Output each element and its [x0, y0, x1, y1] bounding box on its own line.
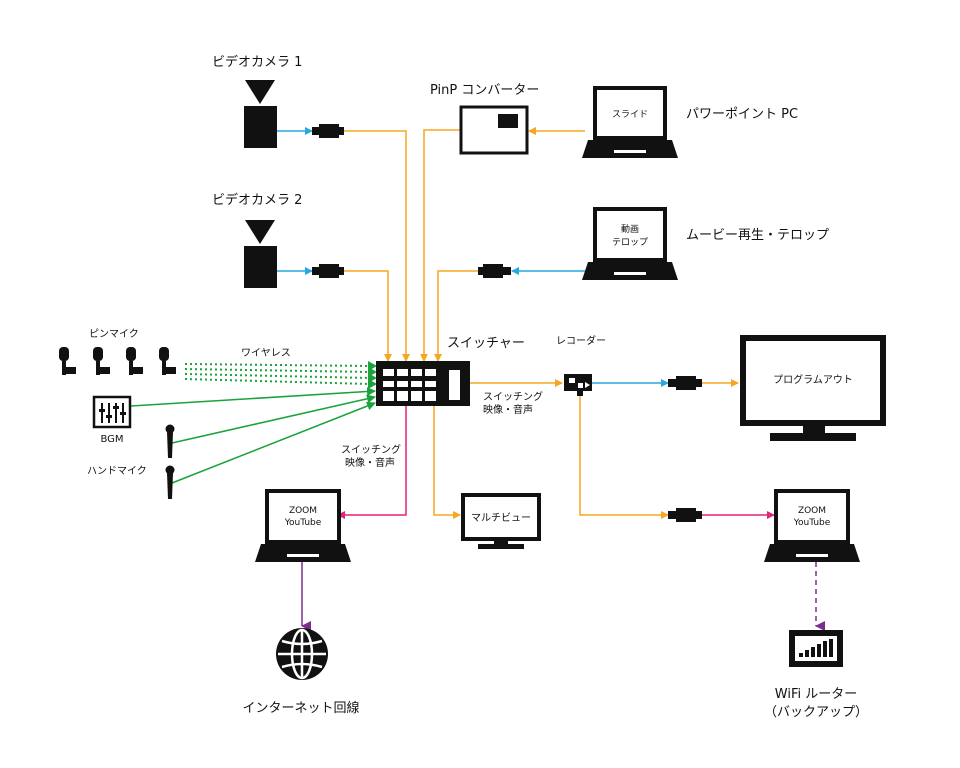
- converters: [312, 124, 702, 522]
- pin-mic-icon: [126, 347, 143, 375]
- pin-mic-icon: [159, 347, 176, 375]
- laptop-screen-icon: [774, 489, 850, 544]
- pinp-to-switcher-line: [420, 129, 460, 362]
- wireless-line: [184, 378, 371, 385]
- connections: [130, 127, 825, 631]
- recorder-device: [564, 374, 592, 396]
- laptop-screen-icon: [593, 207, 667, 262]
- program-out-label: プログラムアウト: [773, 373, 853, 386]
- converter-program-out: [668, 376, 702, 390]
- switching-right-label: スイッチング: [483, 390, 543, 403]
- arrowhead: [368, 379, 377, 389]
- internet-globe-icon: [276, 628, 328, 680]
- cam2-hdmi-line: [344, 270, 392, 362]
- hand-mic-2-icon: [165, 465, 175, 499]
- wireless-label: ワイヤレス: [241, 348, 291, 359]
- laptop-base-icon: [255, 544, 351, 562]
- slide-screen-label: スライド: [612, 109, 648, 120]
- pin-mic-label: ピンマイク: [89, 328, 139, 340]
- wireless-line: [184, 363, 371, 367]
- pinp-inset-icon: [498, 114, 518, 128]
- telop-screen-label: テロップ: [612, 237, 648, 248]
- zoom-laptop-right: [764, 489, 860, 562]
- wifi-label: WiFi ルーター: [775, 687, 857, 702]
- wifi-router-icon: [789, 630, 843, 667]
- movie-screen-label: 動画: [621, 224, 639, 235]
- movie-hdmi-line: [434, 270, 478, 362]
- laptop-screen-icon: [265, 489, 341, 544]
- converter-right-laptop: [668, 508, 702, 522]
- pinp-label: PinP コンバーター: [430, 83, 539, 98]
- laptop-base-icon: [764, 544, 860, 562]
- switcher-fader-icon: [449, 370, 460, 400]
- powerpoint-pc-label: パワーポイント PC: [686, 107, 798, 122]
- monitor-stand-icon: [478, 544, 524, 549]
- camera-body-icon: [244, 246, 277, 288]
- recorder-label: レコーダー: [556, 334, 606, 347]
- pinp-converter: [459, 105, 529, 155]
- monitor-screen-icon: [461, 493, 541, 541]
- bgm-label: BGM: [100, 434, 123, 445]
- multiview-line: [433, 406, 461, 519]
- recorder-to-laptop-line: [579, 392, 669, 519]
- laptop-screen-icon: [593, 86, 667, 140]
- movie-laptop: [582, 207, 678, 280]
- multiview-label: マルチビュー: [471, 512, 531, 524]
- multiview-monitor: [461, 493, 541, 549]
- switching-left-label: スイッチング: [341, 443, 401, 456]
- converter-cam1: [312, 124, 344, 138]
- camera-body-icon: [244, 106, 277, 148]
- camera-lens-icon: [245, 80, 275, 104]
- wireless-arrowheads: [368, 361, 377, 389]
- handmic1-line: [171, 394, 376, 444]
- program-out-monitor: [740, 335, 886, 441]
- wireless-line: [184, 368, 371, 373]
- camera1-label: ビデオカメラ 1: [212, 54, 302, 70]
- bgm-mixer-icon: [92, 395, 132, 429]
- recorder-body-icon: [564, 374, 592, 391]
- youtube-left-label: YouTube: [284, 518, 322, 528]
- pin-mic-icon: [93, 347, 110, 375]
- hand-mic-1-icon: [165, 424, 175, 458]
- switching-right-sub-label: 映像・音声: [483, 403, 533, 416]
- switching-left-sub-label: 映像・音声: [345, 456, 395, 469]
- zoom-laptop-left: [255, 489, 351, 562]
- wifi-backup-label: （バックアップ）: [764, 705, 868, 720]
- camera-lens-icon: [245, 220, 275, 244]
- switcher-device: [376, 361, 470, 406]
- camera2-label: ビデオカメラ 2: [212, 192, 302, 208]
- laptop-base-icon: [582, 140, 678, 158]
- video-camera-2: [244, 220, 277, 288]
- movie-pc-label: ムービー再生・テロップ: [686, 228, 829, 243]
- handmic2-line: [171, 401, 376, 484]
- pin-mics: [59, 347, 176, 375]
- switcher-label: スイッチャー: [447, 336, 525, 351]
- left-laptop-net-line: [337, 406, 407, 519]
- wireless-line: [184, 373, 371, 379]
- pinp-frame-icon: [459, 105, 529, 155]
- pin-mic-icon: [59, 347, 76, 375]
- internet-label: インターネット回線: [242, 700, 359, 716]
- zoom-right-label: ZOOM: [798, 506, 826, 516]
- laptop-base-icon: [582, 262, 678, 280]
- bgm-line: [130, 386, 376, 407]
- video-camera-1: [244, 80, 277, 148]
- wireless-lines: [184, 363, 371, 385]
- youtube-right-label: YouTube: [793, 518, 831, 528]
- powerpoint-laptop: [582, 86, 678, 158]
- monitor-screen-icon: [740, 335, 886, 426]
- zoom-left-label: ZOOM: [289, 506, 317, 516]
- cam1-hdmi-line: [344, 130, 410, 362]
- converter-cam2: [312, 264, 344, 278]
- monitor-stand-icon: [770, 433, 856, 441]
- hand-mic-label: ハンドマイク: [87, 465, 147, 477]
- labels: ビデオカメラ 1 ビデオカメラ 2 PinP コンバーター パワーポイント PC…: [87, 54, 868, 720]
- converter-movie: [478, 264, 511, 278]
